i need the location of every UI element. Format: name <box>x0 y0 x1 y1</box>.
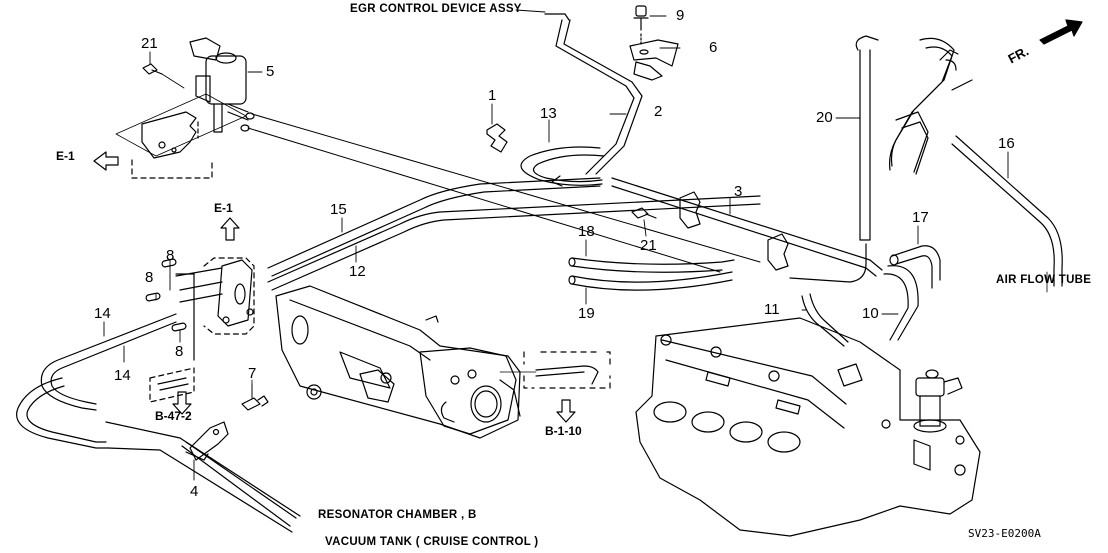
part-number-8-c[interactable]: 8 <box>175 343 184 360</box>
part-number-9[interactable]: 9 <box>676 7 685 24</box>
bracket-6 <box>629 39 679 81</box>
clip-1 <box>486 123 508 153</box>
part-number-11[interactable]: 11 <box>764 301 780 318</box>
arrow-down-icon-b47 <box>172 391 192 415</box>
part-number-7[interactable]: 7 <box>248 365 257 382</box>
hose-18 <box>568 257 735 273</box>
intake-manifold <box>635 317 981 537</box>
part-number-16[interactable]: 16 <box>998 135 1015 152</box>
air-pipes-top <box>889 37 973 175</box>
caption-vacuum-tank-cruise-control[interactable]: VACUUM TANK ( CRUISE CONTROL ) <box>325 536 539 548</box>
egr-valve <box>913 369 966 476</box>
part-number-3[interactable]: 3 <box>734 183 743 200</box>
part-number-19[interactable]: 19 <box>578 305 595 322</box>
hose-17 <box>889 245 941 289</box>
part-number-17[interactable]: 17 <box>912 209 929 226</box>
arrow-down-icon <box>556 399 576 423</box>
part-number-2[interactable]: 2 <box>654 103 663 120</box>
ref-b-47-2[interactable]: B-47-2 <box>155 409 192 423</box>
bolt-21-top <box>142 63 185 89</box>
hose-19 <box>568 271 733 291</box>
arrow-up-icon <box>220 217 240 241</box>
bolt-7 <box>241 379 269 411</box>
tube-15 <box>267 177 601 277</box>
part-number-15[interactable]: 15 <box>330 201 347 218</box>
ref-e1-top[interactable]: E-1 <box>214 201 233 215</box>
caption-air-flow-tube[interactable]: AIR FLOW TUBE <box>996 274 1092 286</box>
b-1-10-box <box>499 351 611 389</box>
part-number-6[interactable]: 6 <box>709 39 718 56</box>
part-number-12[interactable]: 12 <box>349 263 366 280</box>
hose-16 <box>951 135 1063 293</box>
hose-20 <box>789 35 879 283</box>
ref-b-1-10[interactable]: B-1-10 <box>545 424 582 438</box>
part-number-21-b[interactable]: 21 <box>640 237 657 254</box>
ref-e1-left[interactable]: E-1 <box>56 149 75 163</box>
mount-bracket <box>115 93 247 179</box>
hose-13 <box>520 146 605 186</box>
hose-10 <box>883 265 919 341</box>
pipe-3 <box>611 177 883 277</box>
part-number-13[interactable]: 13 <box>540 105 557 122</box>
hose-11 <box>801 293 849 347</box>
lines-to-resonator <box>105 421 301 533</box>
connector-block <box>175 257 255 335</box>
front-direction-arrow-icon <box>1039 19 1083 45</box>
clamp-brackets <box>679 191 789 271</box>
caption-resonator-chamber-b[interactable]: RESONATOR CHAMBER , B <box>318 509 477 521</box>
part-number-5[interactable]: 5 <box>266 63 275 80</box>
leader-lines <box>103 9 1009 481</box>
egr-pipe-2 <box>544 13 643 187</box>
tube-12 <box>267 195 761 291</box>
diagram-code: SV23-E0200A <box>968 527 1041 540</box>
part-number-4[interactable]: 4 <box>190 483 199 500</box>
tube-14 <box>16 313 177 449</box>
bracket-4 <box>185 421 229 461</box>
arrow-left-icon <box>93 151 119 171</box>
solenoid-valve <box>189 37 255 133</box>
part-number-14-a[interactable]: 14 <box>94 305 111 322</box>
bolt-21-mid <box>631 207 657 219</box>
part-number-18[interactable]: 18 <box>578 223 595 240</box>
bolt-9 <box>633 5 649 47</box>
part-number-8-b[interactable]: 8 <box>145 269 154 286</box>
caption-egr-control-device-assy[interactable]: EGR CONTROL DEVICE ASSY <box>350 3 522 15</box>
b-47-2-box <box>149 367 195 403</box>
part-number-1[interactable]: 1 <box>488 87 497 104</box>
part-number-8-a[interactable]: 8 <box>166 247 175 264</box>
part-number-14-b[interactable]: 14 <box>114 367 131 384</box>
intake-chamber <box>275 285 521 439</box>
part-number-10[interactable]: 10 <box>862 305 879 322</box>
part-number-21-a[interactable]: 21 <box>141 35 158 52</box>
throttle-body <box>419 347 521 435</box>
part-number-20[interactable]: 20 <box>816 109 833 126</box>
